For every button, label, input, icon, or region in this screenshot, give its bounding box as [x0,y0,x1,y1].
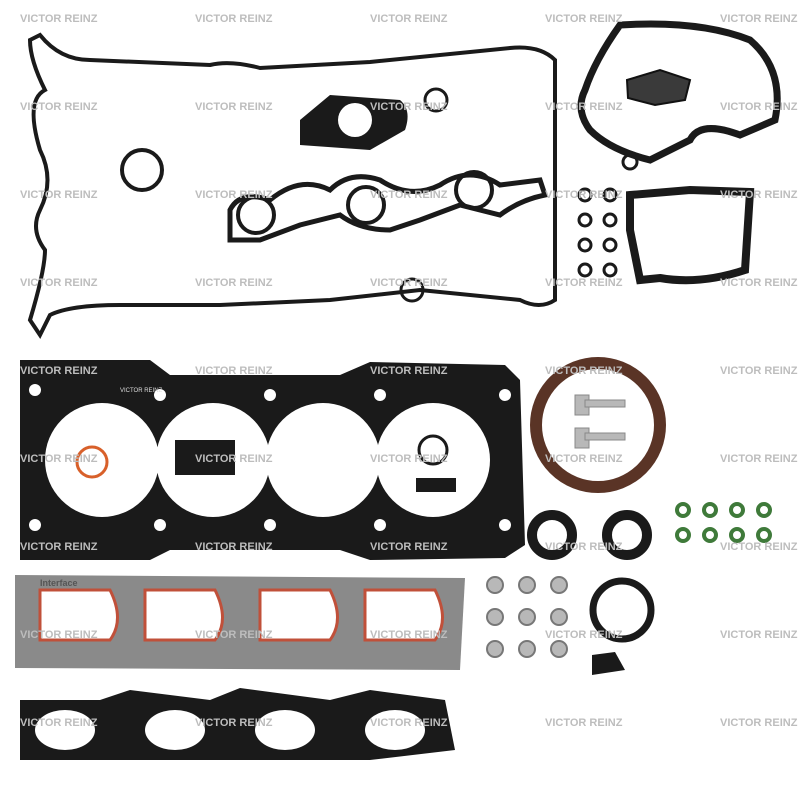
plug-seal [550,640,568,658]
plug-seal [486,608,504,626]
watermark-text: VICTOR REINZ [20,541,98,553]
o-ring [602,237,618,253]
watermark-text: VICTOR REINZ [720,629,798,641]
camshaft-seal-2 [602,510,652,560]
watermark-text: VICTOR REINZ [545,453,623,465]
watermark-text: VICTOR REINZ [195,277,273,289]
watermark-text: VICTOR REINZ [195,541,273,553]
o-ring [577,262,593,278]
valve-stem-seal [702,527,718,543]
o-ring [577,187,593,203]
valve-stem-seal [729,502,745,518]
watermark-text: VICTOR REINZ [545,629,623,641]
watermark-layer: VICTOR REINZ VICTOR REINZ VICTOR REINZ VICT… [20,13,798,729]
watermark-text: VICTOR REINZ [545,189,623,201]
plug-seal [486,640,504,658]
watermark-text: VICTOR REINZ [195,717,273,729]
valve-stem-seal [675,502,691,518]
cylinder-head-gasket [20,360,525,560]
valve-stem-seal [675,527,691,543]
bolts [574,394,626,449]
spark-plug-seals [486,576,568,658]
o-ring [577,237,593,253]
watermark-text: VICTOR REINZ [195,629,273,641]
camshaft-seal-1 [527,510,577,560]
watermark-text: VICTOR REINZ [20,453,98,465]
valve-stem-seal [702,502,718,518]
watermark-text: VICTOR REINZ [545,101,623,113]
watermark-text: VICTOR REINZ [20,717,98,729]
watermark-text: VICTOR REINZ [545,365,623,377]
intake-manifold-gasket [15,575,465,670]
watermark-text: VICTOR REINZ [370,189,448,201]
small-o-ring [417,434,449,466]
watermark-text: VICTOR REINZ [370,13,448,25]
watermark-text: VICTOR REINZ [720,13,798,25]
head-gasket-label: VICTOR REINZ [120,388,163,394]
watermark-text: VICTOR REINZ [720,365,798,377]
crankshaft-seal [530,357,666,493]
watermark-text: VICTOR REINZ [720,189,798,201]
plug-seal [518,640,536,658]
seal-clip [592,652,625,675]
plug-seal [518,576,536,594]
valve-stem-seal [756,502,772,518]
watermark-text: VICTOR REINZ [195,101,273,113]
watermark-text: VICTOR REINZ [195,365,273,377]
watermark-text: VICTOR REINZ [545,541,623,553]
watermark-text: VICTOR REINZ [20,365,98,377]
valve-stem-seal [756,527,772,543]
watermark-text: VICTOR REINZ [720,541,798,553]
watermark-text: VICTOR REINZ [20,189,98,201]
water-pump-gasket [577,20,781,285]
watermark-text: VICTOR REINZ [370,629,448,641]
orange-o-ring [75,445,109,479]
watermark-text: VICTOR REINZ [195,13,273,25]
rubber-seal-piece [175,440,235,475]
watermark-text: VICTOR REINZ [370,101,448,113]
thermostat-gasket-opening [338,103,372,137]
plug-seal [486,576,504,594]
watermark-text: VICTOR REINZ [20,629,98,641]
intake-gasket-brand: Interface [40,578,78,588]
watermark-text: VICTOR REINZ [195,189,273,201]
watermark-text: VICTOR REINZ [545,277,623,289]
timing-seal [589,577,655,643]
watermark-text: VICTOR REINZ [720,277,798,289]
watermark-text: VICTOR REINZ [720,453,798,465]
plug-seal [550,576,568,594]
watermark-text: VICTOR REINZ [370,453,448,465]
exhaust-manifold-gasket [20,688,455,760]
o-ring [602,212,618,228]
watermark-text: VICTOR REINZ [720,717,798,729]
valve-stem-seals [675,502,772,543]
watermark-text: VICTOR REINZ [545,717,623,729]
rubber-block [416,478,456,492]
plug-seal [550,608,568,626]
watermark-text: VICTOR REINZ [370,541,448,553]
watermark-text: VICTOR REINZ [20,13,98,25]
valve-cover-gasket [27,32,557,339]
watermark-text: VICTOR REINZ [370,277,448,289]
o-ring [577,212,593,228]
o-ring [602,187,618,203]
o-ring [602,262,618,278]
watermark-text: VICTOR REINZ [545,13,623,25]
plug-seal [518,608,536,626]
watermark-text: VICTOR REINZ [720,101,798,113]
watermark-text: VICTOR REINZ [20,101,98,113]
watermark-text: VICTOR REINZ [20,277,98,289]
small-o-rings [577,187,618,278]
watermark-text: VICTOR REINZ [370,717,448,729]
watermark-text: VICTOR REINZ [195,453,273,465]
watermark-text: VICTOR REINZ [370,365,448,377]
valve-stem-seal [729,527,745,543]
